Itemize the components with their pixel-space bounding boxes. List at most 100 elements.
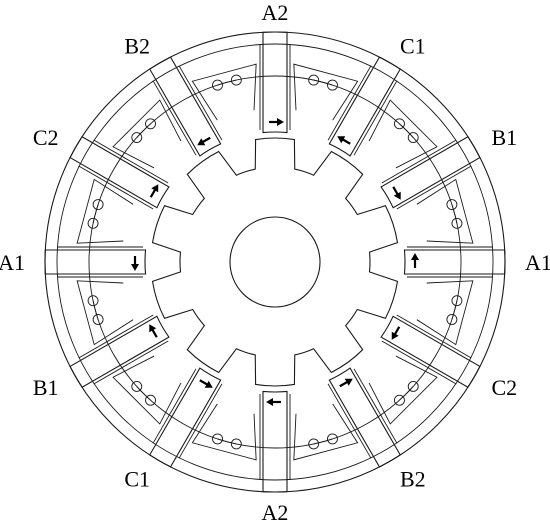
coil-arcs [87, 74, 463, 450]
stator-slot [112, 99, 182, 169]
phase-label: B1 [492, 125, 518, 150]
magnet [44, 249, 147, 275]
magnet-arrow-head [197, 138, 206, 146]
coil-terminal [327, 433, 338, 445]
coil-terminal [145, 118, 156, 130]
coil-terminal [451, 217, 463, 229]
coil-terminal [308, 74, 320, 86]
coil-terminal [327, 79, 338, 91]
tooth-edge [327, 65, 372, 141]
magnet [262, 390, 288, 493]
coil-terminal [212, 433, 223, 445]
tooth-edge [78, 314, 154, 359]
magnet [328, 367, 401, 468]
coil-terminal [92, 314, 104, 325]
phase-label: B2 [400, 467, 426, 492]
stator-slot [191, 403, 257, 461]
stator-slot [368, 99, 438, 169]
stator-slot [76, 178, 134, 244]
magnet-arrow-head [151, 184, 159, 193]
magnet-arrow-head [266, 398, 273, 406]
rotor [151, 137, 399, 387]
tooth-edge [381, 340, 457, 385]
magnet [69, 315, 170, 388]
stator-outer-circle [44, 31, 506, 493]
coil-terminal [230, 74, 242, 86]
magnet-arrow-head [391, 331, 399, 340]
stator-yoke-circle [56, 43, 494, 481]
magnet-arrow-head [149, 324, 157, 333]
tooth-edge [178, 383, 223, 459]
coil-terminal [92, 199, 104, 210]
coil-arc [136, 79, 237, 138]
stator-slot [76, 280, 134, 346]
tooth-edge [93, 139, 169, 184]
coil-terminal [212, 79, 223, 91]
magnet-arrow-head [393, 191, 401, 200]
stator-slot [416, 280, 474, 346]
phase-label: A1 [0, 250, 25, 275]
magnet-arrow-head [277, 118, 284, 126]
phase-label: C1 [124, 467, 150, 492]
magnet-arrow-head [344, 378, 353, 386]
tooth-edge [178, 65, 223, 141]
magnet [262, 31, 288, 134]
tooth-edge [152, 368, 197, 444]
tooth-edge [396, 314, 472, 359]
phase-label: B1 [33, 375, 59, 400]
coil-terminal [131, 132, 143, 143]
tooth-edge [381, 139, 457, 184]
magnet [380, 315, 481, 388]
tooth-edge [396, 165, 472, 210]
tooth-edge [93, 340, 169, 385]
magnet-arrow-head [131, 264, 139, 271]
phase-label: A2 [262, 500, 289, 525]
stator-slot [293, 63, 359, 121]
phase-label: C1 [400, 34, 426, 59]
stator-slot [293, 403, 359, 461]
coil-terminal [308, 438, 320, 450]
magnet [69, 136, 170, 209]
coil-terminal [394, 118, 405, 130]
tooth-edge [353, 368, 398, 444]
tooth-edge [78, 165, 154, 210]
coil-terminal [145, 394, 156, 406]
phase-label: A1 [525, 250, 550, 275]
stator-outline [44, 31, 506, 493]
magnet [328, 56, 401, 157]
stator-slot [191, 63, 257, 121]
coil-terminal [394, 394, 405, 406]
tooth-edge [353, 80, 398, 156]
coil-terminal [407, 132, 419, 143]
phase-label: B2 [124, 34, 150, 59]
magnet [380, 136, 481, 209]
coil-terminal [446, 314, 458, 325]
phase-label: A2 [262, 0, 289, 25]
coil-terminal [451, 295, 463, 307]
phase-label: C2 [33, 125, 59, 150]
coil-terminal [87, 295, 99, 307]
magnet-arrow-head [204, 380, 213, 388]
rotor-body [151, 137, 399, 387]
magnet [149, 56, 222, 157]
stator-slot [112, 355, 182, 425]
coil-terminal [131, 381, 143, 392]
magnet-arrow-head [337, 136, 346, 144]
coil-terminal [87, 217, 99, 229]
phase-label: C2 [492, 375, 518, 400]
stator-segments [57, 44, 493, 480]
tooth-edge [152, 80, 197, 156]
stator-slot [416, 178, 474, 244]
permanent-magnets [44, 31, 506, 493]
magnet [403, 249, 506, 275]
coil-terminal [446, 199, 458, 210]
magnet-arrow-head [411, 253, 419, 260]
tooth-edge [327, 383, 372, 459]
rotor-shaft [229, 216, 321, 308]
coil-terminal [230, 438, 242, 450]
magnet [149, 367, 222, 468]
stator-slot [368, 355, 438, 425]
